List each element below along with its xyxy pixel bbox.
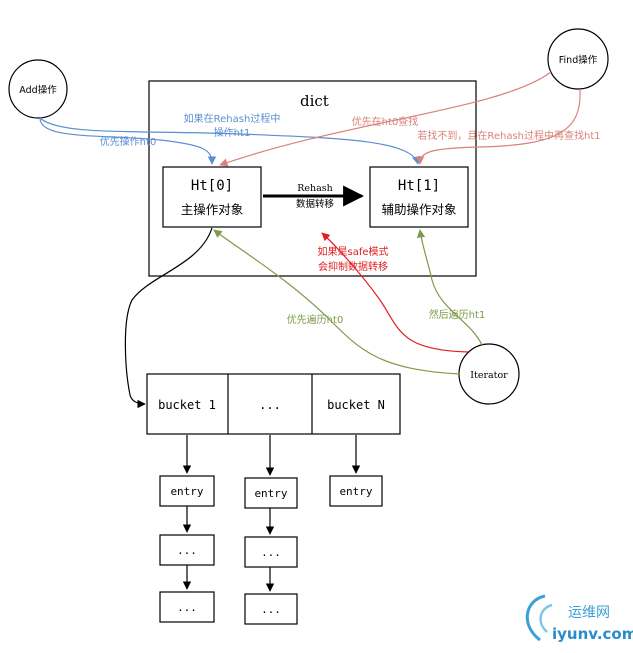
- safe-mode-edge: [321, 232, 469, 353]
- find-node: [547, 28, 609, 90]
- add-node: [8, 59, 68, 119]
- iterator-to-ht0-edge: [213, 229, 461, 375]
- ht0-box: [162, 166, 262, 228]
- dict-title: dict: [300, 92, 329, 110]
- dict-box: [148, 80, 477, 277]
- watermark-cn: 运维网: [568, 605, 610, 621]
- add-first-label: 优先操作ht0: [100, 135, 157, 148]
- add-to-ht1-edge: [39, 117, 421, 165]
- bucket-last: bucket N: [327, 398, 385, 412]
- add-rehash-label-2: 操作ht1: [214, 126, 251, 139]
- more-box: [159, 534, 215, 566]
- iterator-label: Iterator: [470, 370, 508, 381]
- more-box: [244, 593, 298, 625]
- entry-box: [244, 477, 298, 509]
- ht0-subtitle: 主操作对象: [181, 202, 244, 217]
- find-to-ht0-edge: [219, 71, 552, 167]
- ht0-title: Ht[0]: [191, 178, 233, 194]
- ht1-box: [369, 166, 469, 228]
- find-fallback-label: 若找不到，且在Rehash过程中再查找ht1: [417, 129, 600, 142]
- safe-label-1: 如果是safe模式: [317, 245, 388, 258]
- entry-label: entry: [170, 485, 203, 498]
- iterator-to-ht1-edge: [416, 229, 483, 346]
- ht1-title: Ht[1]: [398, 178, 440, 194]
- bucket-array: [146, 373, 401, 435]
- more-label: ...: [177, 601, 197, 614]
- bucket-middle: ...: [259, 398, 281, 412]
- entry-box: [329, 475, 383, 507]
- rehash-label-top: Rehash: [297, 183, 333, 194]
- iter-then-label: 然后遍历ht1: [429, 308, 486, 321]
- rehash-label-bottom: 数据转移: [296, 198, 335, 210]
- entry-label: entry: [339, 485, 372, 498]
- ht1-subtitle: 辅助操作对象: [381, 202, 456, 217]
- safe-label-2: 会抑制数据转移: [318, 260, 388, 273]
- find-label: Find操作: [559, 54, 598, 66]
- add-to-ht0-edge: [39, 117, 217, 165]
- watermark-url: iyunv.com: [552, 625, 633, 643]
- more-box: [159, 591, 215, 623]
- iter-first-label: 优先遍历ht0: [287, 313, 344, 326]
- add-rehash-label-1: 如果在Rehash过程中: [184, 112, 281, 125]
- find-first-label: 优先在ht0查找: [352, 115, 419, 128]
- more-label: ...: [261, 603, 281, 616]
- more-label: ...: [177, 544, 197, 557]
- watermark-logo: 运维网 iyunv.com: [525, 594, 633, 643]
- add-label: Add操作: [19, 84, 57, 96]
- find-to-ht1-edge: [415, 88, 581, 165]
- entry-label: entry: [254, 487, 287, 500]
- more-label: ...: [261, 546, 281, 559]
- bucket-first: bucket 1: [158, 398, 216, 412]
- ht0-to-buckets-edge: [124, 227, 213, 409]
- more-box: [244, 536, 298, 568]
